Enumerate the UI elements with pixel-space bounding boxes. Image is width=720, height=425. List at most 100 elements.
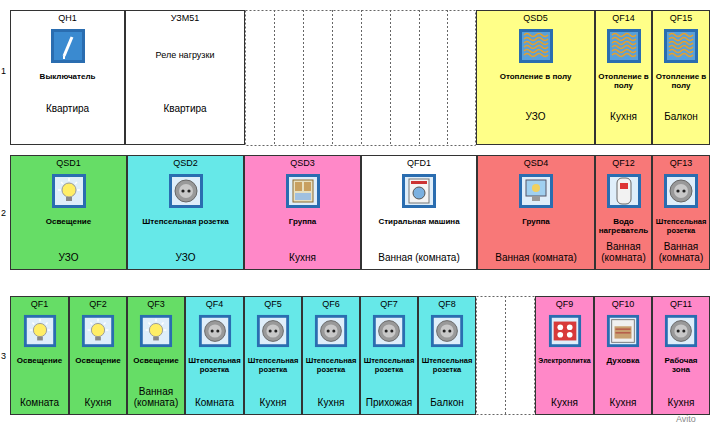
breaker-module: QF6Штепсельная розеткаКухня xyxy=(302,296,360,415)
module-name: Отопление в полу xyxy=(596,72,651,90)
module-name: Группа xyxy=(520,217,552,226)
module-name: Духовка xyxy=(605,356,642,365)
module-icon xyxy=(372,314,406,352)
breaker-module: QSD5Отопление в полуУЗО xyxy=(476,10,595,145)
breaker-module: QF13Штепсельная розеткаВанная (комната) xyxy=(652,155,710,270)
module-code: QF9 xyxy=(556,299,574,310)
module-code: УЗМ51 xyxy=(171,13,199,24)
module-location: Ванная (комната) xyxy=(653,241,709,263)
breaker-module: QF3ОсвещениеВанная (комната) xyxy=(127,296,185,415)
breaker-module: QF8Штепсельная розеткаБалкон xyxy=(418,296,476,415)
module-icon xyxy=(606,28,642,68)
module-name: Рабочая зона xyxy=(653,356,709,374)
module-icon xyxy=(663,28,699,68)
module-icon xyxy=(518,28,554,68)
module-name: Отопление в полу xyxy=(498,72,574,81)
module-location: Ванная (комната) xyxy=(493,252,579,263)
module-location: УЗО xyxy=(524,111,548,122)
module-icon xyxy=(430,314,464,352)
breaker-module: QF1ОсвещениеКомната xyxy=(10,296,69,415)
breaker-module: QF14Отопление в полуКухня xyxy=(595,10,652,145)
breaker-module: QF12Водо нагревательВанная (комната) xyxy=(595,155,652,270)
module-icon xyxy=(606,314,640,352)
module-name: Освещение xyxy=(73,356,122,365)
module-name: Водо нагреватель xyxy=(596,217,651,235)
module-icon xyxy=(285,173,321,213)
breaker-module: QH1ВыключательКвартира xyxy=(10,10,125,145)
breaker-module: QFD1Стиральная машинаВанная (комната) xyxy=(361,155,477,270)
module-code: QSD5 xyxy=(523,13,548,24)
module-location: Кухня xyxy=(287,252,318,263)
module-code: QSD4 xyxy=(524,158,549,169)
module-code: QF1 xyxy=(31,299,49,310)
module-name: Группа xyxy=(287,217,319,226)
module-location: Кухня xyxy=(666,397,697,408)
breaker-module: УЗМ51Реле нагрузкиКвартира xyxy=(125,10,245,145)
module-location: Ванная (комната) xyxy=(376,252,462,263)
module-location: Кухня xyxy=(83,397,114,408)
breaker-module: QF11Рабочая зонаКухня xyxy=(652,296,710,415)
module-location: Кухня xyxy=(549,397,580,408)
module-code: QF2 xyxy=(89,299,107,310)
module-location: Балкон xyxy=(428,397,466,408)
module-code: QF15 xyxy=(670,13,693,24)
module-icon xyxy=(518,173,554,213)
module-location: Кухня xyxy=(608,111,639,122)
module-name: Штепсельная розетка xyxy=(653,217,709,235)
module-location: Комната xyxy=(18,397,61,408)
module-name: Выключатель xyxy=(38,72,98,81)
module-code: QF8 xyxy=(438,299,456,310)
breaker-module: QF5Штепсельная розеткаКухня xyxy=(244,296,302,415)
module-code: QF7 xyxy=(380,299,398,310)
module-icon xyxy=(168,173,204,213)
module-name: Штепсельная розетка xyxy=(361,356,417,374)
breaker-module: QSD1ОсвещениеУЗО xyxy=(10,155,127,270)
module-name: Стиральная машина xyxy=(376,217,461,226)
module-name: Освещение xyxy=(15,356,64,365)
module-location: Кухня xyxy=(316,397,347,408)
module-icon xyxy=(51,173,87,213)
module-code: QF12 xyxy=(612,158,635,169)
module-code: QSD1 xyxy=(56,158,81,169)
module-icon xyxy=(198,314,232,352)
module-name: Освещение xyxy=(44,217,93,226)
module-name: Штепсельная розетка xyxy=(245,356,301,374)
module-icon xyxy=(23,314,57,352)
module-code: QF3 xyxy=(147,299,165,310)
module-name: Освещение xyxy=(131,356,180,365)
module-code: QF5 xyxy=(264,299,282,310)
module-name: Отопление в полу xyxy=(653,72,709,90)
breaker-module: QF2ОсвещениеКухня xyxy=(69,296,127,415)
module-code: QH1 xyxy=(58,13,77,24)
breaker-module: QF7Штепсельная розеткаПрихожая xyxy=(360,296,418,415)
module-icon xyxy=(314,314,348,352)
module-code: QF13 xyxy=(670,158,693,169)
row-number: 2 xyxy=(1,208,6,218)
module-code: QF10 xyxy=(612,299,635,310)
module-code: QFD1 xyxy=(407,158,431,169)
module-location: УЗО xyxy=(57,252,81,263)
module-code: QF14 xyxy=(612,13,635,24)
module-location: Ванная (комната) xyxy=(596,241,651,263)
module-code: QF6 xyxy=(322,299,340,310)
module-location: Балкон xyxy=(662,111,700,122)
breaker-module: QF10ДуховкаКухня xyxy=(594,296,652,415)
breaker-module: QSD4ГруппаВанная (комната) xyxy=(477,155,595,270)
breaker-module: QSD2Штепсельная розеткаУЗО xyxy=(127,155,244,270)
module-icon xyxy=(664,314,698,352)
module-icon xyxy=(256,314,290,352)
module-icon xyxy=(548,314,582,352)
module-icon xyxy=(81,314,115,352)
breaker-module: QF4Штепсельная розеткаКомната xyxy=(185,296,244,415)
module-icon xyxy=(50,28,86,68)
breaker-module: QSD3ГруппаКухня xyxy=(244,155,361,270)
module-code: QF4 xyxy=(206,299,224,310)
module-location: Ванная (комната) xyxy=(128,386,184,408)
module-icon xyxy=(401,173,437,213)
module-name: Электроплитка xyxy=(536,356,592,365)
module-icon xyxy=(139,314,173,352)
module-location: Квартира xyxy=(44,103,91,114)
module-location: Прихожая xyxy=(364,397,414,408)
breaker-module: QF9ЭлектроплиткаКухня xyxy=(535,296,594,415)
module-name: Штепсельная розетка xyxy=(186,356,243,374)
